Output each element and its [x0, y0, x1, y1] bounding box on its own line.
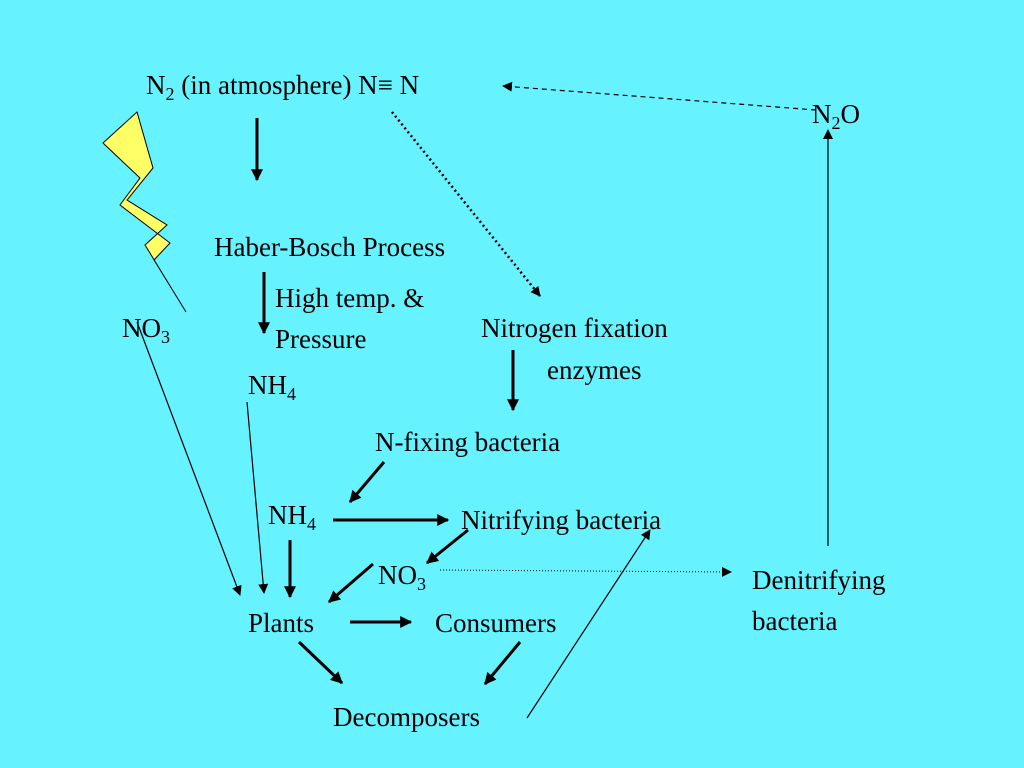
arrow-no3-to-denitrifying [439, 566, 732, 577]
nh4-upper-label: NH4 [248, 370, 296, 404]
n-fixing-bacteria-label: N-fixing bacteria [375, 427, 561, 457]
arrow-no3-to-plants [328, 562, 374, 604]
arrow-n2o-to-n2 [502, 81, 817, 111]
lightning-bolt-icon [102, 111, 187, 313]
arrow-n-fixing-to-nh4 [348, 461, 386, 503]
arrow-nitrifying-to-no3 [426, 528, 469, 565]
nitrogen-fixation-label-line1: Nitrogen fixation [481, 313, 668, 343]
denitrifying-label-line2: bacteria [752, 606, 838, 636]
n2o-label: N2O [812, 99, 860, 133]
denitrifying-label-line1: Denitrifying [752, 565, 886, 595]
arrow-n2-to-nitrogen-fixation [391, 111, 541, 297]
arrow-nh4-upper-to-plants [246, 401, 269, 594]
high-temp-label-line2: Pressure [275, 324, 367, 354]
haber-bosch-label: Haber-Bosch Process [214, 232, 446, 262]
nitrogen-fixation-label-line2: enzymes [547, 355, 642, 385]
decomposers-label: Decomposers [333, 702, 480, 732]
arrow-no3-left-to-plants [136, 321, 242, 596]
plants-label: Plants [248, 608, 315, 638]
nh4-lower-label: NH4 [268, 500, 316, 534]
arrow-plants-to-decomposers [297, 640, 344, 685]
no3-lower-label: NO3 [378, 560, 426, 594]
no3-left-label: NO3 [122, 313, 170, 347]
nitrifying-bacteria-label: Nitrifying bacteria [461, 505, 662, 535]
arrow-consumers-to-decomposers [483, 641, 522, 685]
consumers-label: Consumers [435, 608, 557, 638]
arrow-decomposers-to-nitrifying [526, 529, 651, 719]
n2-atmosphere-label: N2 (in atmosphere) N≡ N [146, 70, 420, 104]
high-temp-label-line1: High temp. & [275, 283, 425, 313]
